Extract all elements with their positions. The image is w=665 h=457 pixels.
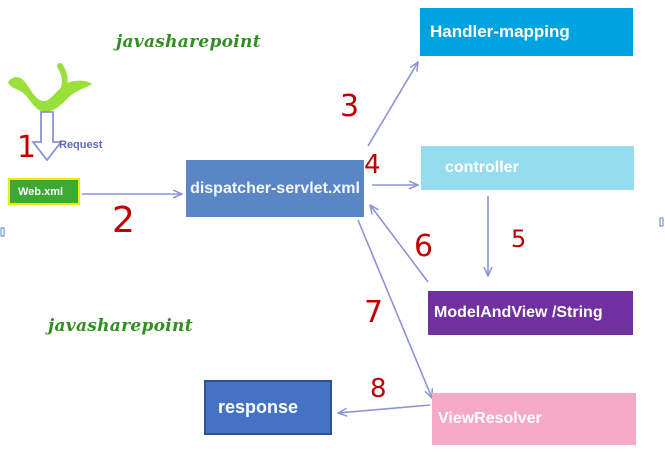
handler-mapping-node: Handler-mapping (420, 8, 633, 56)
web-xml-node: Web.xml (8, 178, 80, 205)
step-number-5: 5 (511, 225, 527, 253)
dispatcher-servlet-label: dispatcher-servlet.xml (190, 179, 360, 197)
dispatcher-servlet-node: dispatcher-servlet.xml (186, 160, 364, 217)
client-icon (8, 77, 92, 112)
step-number-6: 6 (414, 229, 434, 264)
step-number-7: 7 (364, 295, 384, 330)
step-number-4: 4 (364, 150, 381, 180)
web-xml-label: Web.xml (18, 185, 64, 198)
request-arrow (31, 111, 63, 162)
modelandview-node: ModelAndView /String (428, 291, 633, 335)
step-number-1: 1 (17, 130, 37, 165)
arrow-dispatcher-to-handler (367, 62, 418, 147)
edge-mark (0, 227, 5, 237)
handler-mapping-label: Handler-mapping (430, 22, 570, 41)
viewresolver-node: ViewResolver (432, 393, 636, 445)
arrow-dispatcher-to-viewresolver (357, 219, 432, 398)
watermark-top: javasharepoint (116, 32, 261, 52)
edge-mark (659, 217, 664, 227)
modelandview-label: ModelAndView /String (434, 304, 603, 321)
request-label: Request (59, 139, 103, 151)
watermark-bottom: javasharepoint (48, 316, 193, 336)
step-number-2: 2 (112, 200, 135, 241)
viewresolver-label: ViewResolver (438, 410, 542, 427)
response-node: response (204, 380, 332, 435)
step-number-8: 8 (370, 374, 387, 404)
arrow-viewresolver-to-response (338, 404, 431, 413)
arrow-modelandview-to-dispatcher (370, 205, 429, 283)
controller-label: controller (445, 159, 519, 176)
response-label: response (218, 397, 299, 417)
controller-node: controller (421, 146, 634, 190)
step-number-3: 3 (340, 89, 360, 124)
client-icon-tail (57, 63, 68, 91)
